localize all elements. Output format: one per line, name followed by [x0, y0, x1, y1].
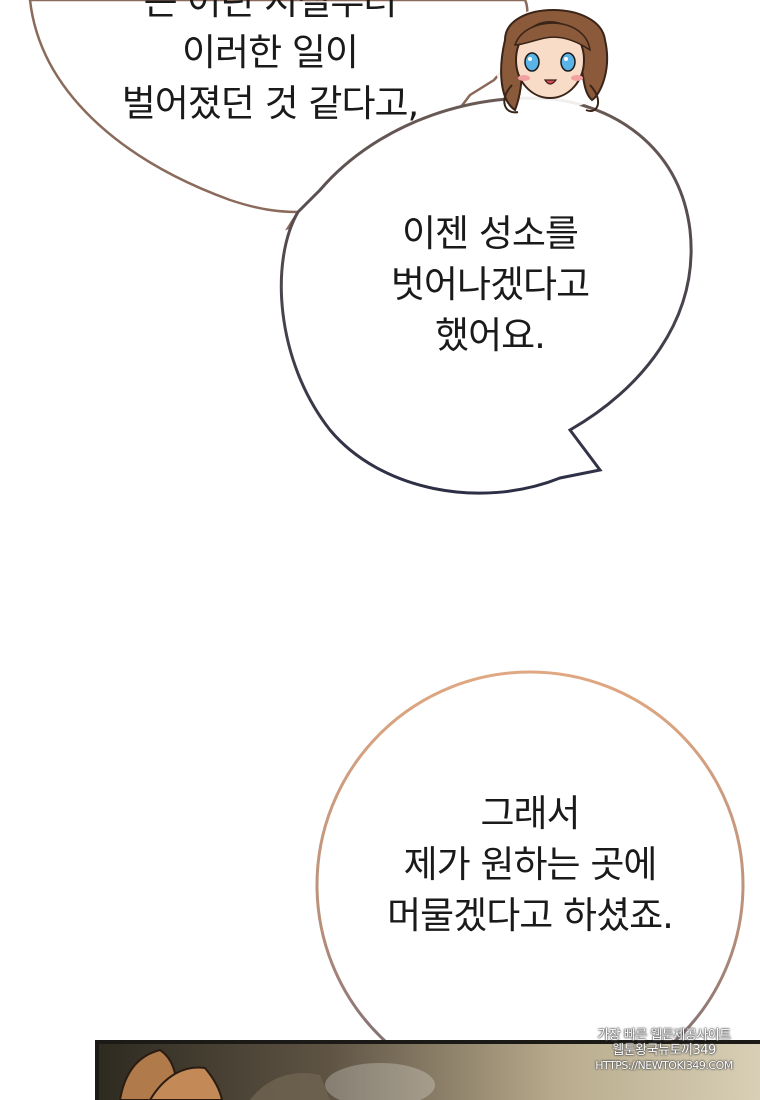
bubble-2-line-3: 했어요.	[435, 314, 546, 357]
bubble-1-line-3: 벌어졌던 것 같다고,	[121, 82, 420, 125]
bubble-2-text: 이젠 성소를 벗어나겠다고 했어요.	[360, 208, 620, 361]
bubble-3-text: 그래서 제가 원하는 곳에 머물겠다고 하셨죠.	[370, 788, 690, 941]
bubble-1-line-1: 는 어린 시절부터	[143, 0, 398, 23]
bubble-2-line-2: 벗어나겠다고	[390, 263, 590, 306]
watermark-line-1: 가장 빠른 웹툰제공사이트	[597, 1028, 731, 1043]
next-panel-scene	[95, 1040, 760, 1100]
bubble-1-line-2: 이러한 일이	[182, 31, 359, 74]
bubble-3-line-1: 그래서	[480, 792, 580, 835]
chibi-girl-icon	[493, 6, 617, 114]
watermark-line-2: 웹툰왕국뉴토끼349	[612, 1043, 716, 1058]
watermark-url: HTTPS://NEWTOKI349.COM	[595, 1059, 733, 1072]
bubble-2-line-1: 이젠 성소를	[402, 212, 579, 255]
site-watermark: 가장 빠른 웹툰제공사이트 웹툰왕국뉴토끼349 HTTPS://NEWTOKI…	[594, 1028, 734, 1073]
bubble-3-line-3: 머물겠다고 하셨죠.	[387, 894, 674, 937]
bubble-1-text: 는 어린 시절부터 이러한 일이 벌어졌던 것 같다고,	[110, 0, 430, 129]
bubble-3-line-2: 제가 원하는 곳에	[403, 843, 658, 886]
